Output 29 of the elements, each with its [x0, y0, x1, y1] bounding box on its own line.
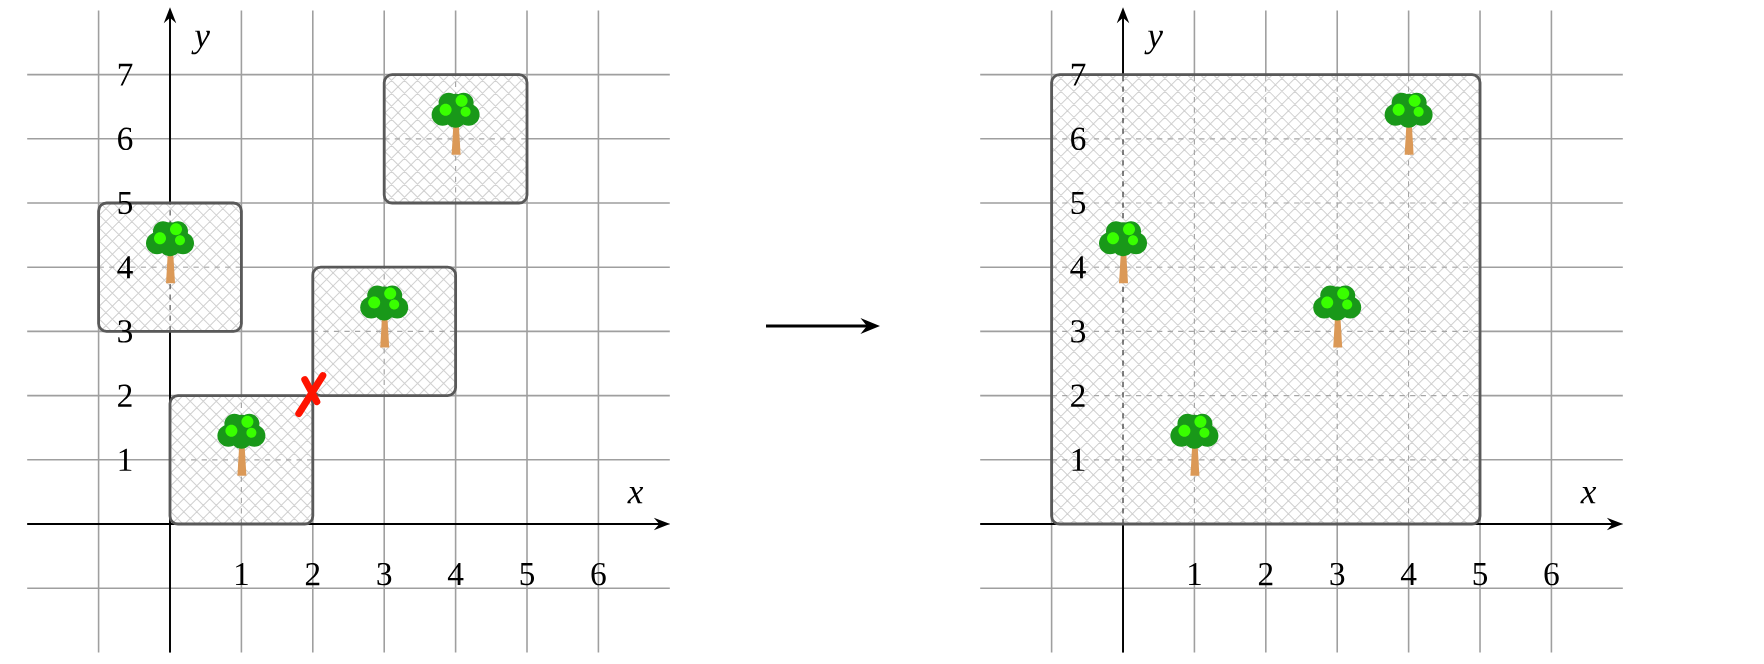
tick-label: 1: [1072, 448, 1085, 471]
hatched-box: [382, 73, 529, 205]
tick-label: 3: [1071, 320, 1086, 343]
tick-label: 5: [520, 563, 535, 586]
tick-label: 6: [591, 562, 606, 586]
tick-label: 5: [1473, 563, 1488, 586]
tick-label: 3: [377, 562, 392, 586]
hatched-box: [168, 394, 315, 526]
hatched-box: [311, 265, 457, 397]
tick-label: 1: [119, 448, 132, 471]
tick-label: 6: [118, 127, 133, 150]
tick-label: 2: [1071, 384, 1085, 407]
tick-label: 1: [236, 563, 248, 586]
tick-label: 6: [1071, 127, 1086, 150]
axis-label: x: [1580, 487, 1597, 504]
tick-label: 4: [1070, 256, 1086, 279]
tick-label: 7: [118, 63, 133, 86]
tick-label: 2: [118, 384, 132, 407]
tick-label: 2: [305, 563, 320, 586]
tick-label: 4: [1400, 563, 1417, 586]
tick-label: 1: [1189, 563, 1201, 586]
axis-label: x: [627, 487, 644, 504]
tick-label: 4: [447, 563, 464, 586]
tick-label: 2: [1258, 563, 1273, 586]
tick-label: 5: [1071, 191, 1086, 215]
tick-label: 3: [1330, 562, 1345, 586]
tick-label: 6: [1544, 562, 1559, 586]
axis-label: y: [191, 30, 210, 55]
tick-label: 4: [117, 256, 133, 279]
